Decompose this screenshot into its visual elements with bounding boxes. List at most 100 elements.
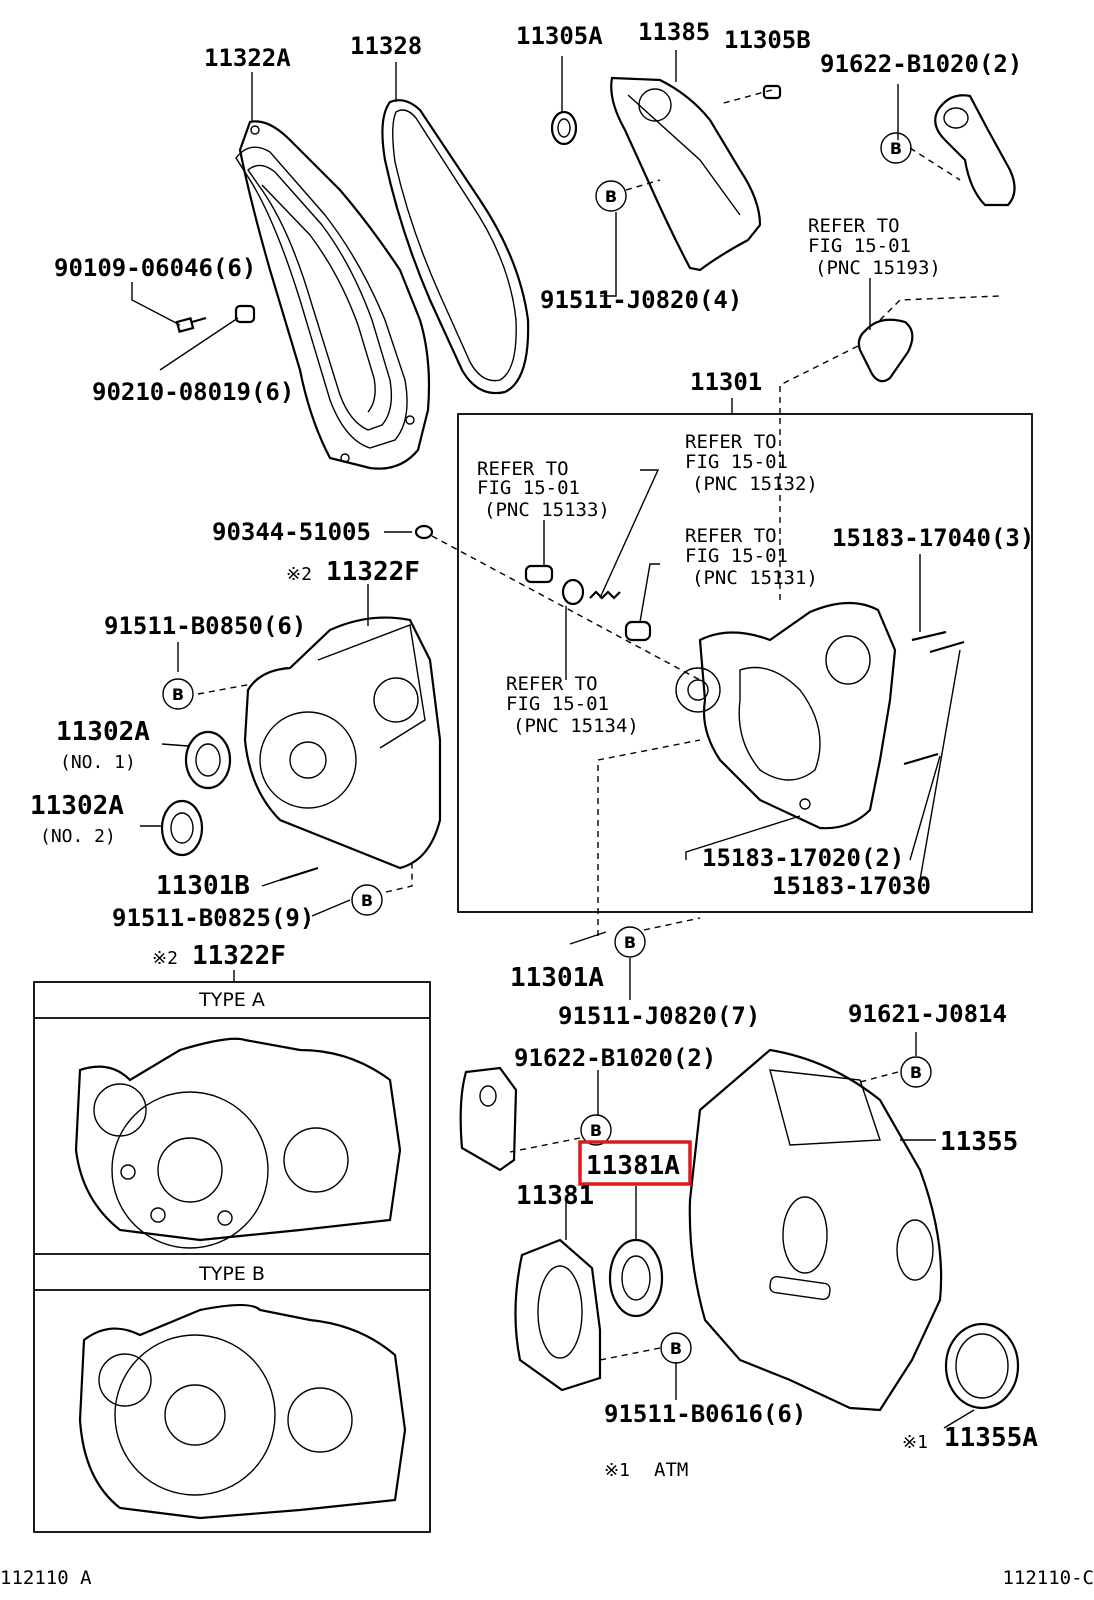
oil-seal-11302A-no1: [184, 730, 232, 790]
label-91622-bottom: 91622-B1020(2): [514, 1044, 716, 1072]
dowel-11305B: [762, 84, 782, 100]
refer-15131-line2: FIG 15-01: [685, 545, 788, 567]
diagram-code-right: 112110-C: [1002, 1567, 1094, 1589]
pin-90344: [414, 524, 434, 540]
refer-15133-line3: (PNC 15133): [484, 499, 610, 521]
water-outlet-91622: [934, 94, 1016, 207]
label-11322A: 11322A: [204, 44, 291, 72]
label-91511-B0850: 91511-B0850(6): [104, 612, 306, 640]
diagram-code-left: 112110 A: [0, 1567, 92, 1589]
timing-belt-11328: [381, 99, 530, 395]
relief-valve-washer: [561, 578, 585, 606]
label-11301A: 11301A: [510, 963, 604, 993]
relief-valve-plunger: [624, 620, 652, 642]
refer-15193-line3: (PNC 15193): [815, 257, 941, 279]
refer-15133-line1: REFER TO: [477, 458, 569, 480]
refer-15193-line1: REFER TO: [808, 215, 900, 237]
svg-text:B: B: [172, 685, 184, 704]
label-91622-top: 91622-B1020(2): [820, 50, 1022, 78]
label-11322F-2-mark: ※2: [152, 948, 178, 969]
label-11301B: 11301B: [156, 871, 250, 901]
stud-15183-17020: [903, 752, 939, 766]
label-11301: 11301: [690, 368, 762, 396]
label-11328: 11328: [350, 32, 422, 60]
oil-seal-11381A: [608, 1238, 664, 1318]
cover-11385: [610, 76, 762, 272]
b-marker-top-middle: B: [595, 180, 627, 212]
relief-valve-spring: [589, 590, 621, 600]
bracket-91622-lower: [459, 1066, 518, 1172]
collar-90210: [234, 304, 256, 324]
refer-15132-line1: REFER TO: [685, 431, 777, 453]
pin-11301B: [279, 866, 319, 882]
label-90344: 90344-51005: [212, 518, 371, 546]
svg-text:B: B: [910, 1063, 922, 1082]
relief-valve-plug: [524, 564, 554, 584]
gasket-refer-15193: [857, 318, 914, 383]
label-11355A-mark: ※1: [902, 1432, 928, 1453]
label-11302A-no1: 11302A: [56, 717, 150, 747]
highlight-11381A: [578, 1140, 692, 1186]
label-91511-B0825: 91511-B0825(9): [112, 904, 314, 932]
refer-15134-line2: FIG 15-01: [506, 693, 609, 715]
refer-15131-line3: (PNC 15131): [692, 567, 818, 589]
oil-seal-11305A: [550, 110, 578, 146]
b-marker-bottom: B: [660, 1332, 692, 1364]
b-marker-left-lower: B: [351, 884, 383, 916]
assembly-box-11301: [457, 413, 1033, 913]
label-type-b: TYPE B: [198, 1263, 265, 1285]
label-11302A-no2: 11302A: [30, 791, 124, 821]
refer-15134-line3: (PNC 15134): [513, 715, 639, 737]
label-15183-17040: 15183-17040(3): [832, 524, 1034, 552]
label-90210: 90210-08019(6): [92, 378, 294, 406]
timing-belt-cover-11322A: [235, 120, 431, 470]
label-15183-17030: 15183-17030: [772, 872, 931, 900]
retainer-11381: [514, 1238, 602, 1392]
label-type-a: TYPE A: [198, 989, 265, 1011]
oil-seal-11302A-no2: [160, 799, 204, 857]
svg-text:B: B: [605, 187, 617, 206]
svg-text:B: B: [361, 891, 373, 910]
label-11322F-mark: ※2: [286, 564, 312, 585]
label-11381A: 11381A: [586, 1151, 680, 1181]
label-91511-J0820-7: 91511-J0820(7): [558, 1002, 760, 1030]
refer-15193-line2: FIG 15-01: [808, 235, 911, 257]
b-marker-left-upper: B: [162, 678, 194, 710]
label-11305B: 11305B: [724, 26, 811, 54]
label-11305A: 11305A: [516, 22, 603, 50]
label-90109: 90109-06046(6): [54, 254, 256, 282]
label-11355A: 11355A: [944, 1423, 1038, 1453]
label-11302A-no1-sub: (NO. 1): [60, 752, 136, 773]
bolt-90109: [175, 316, 207, 333]
refer-15133-line2: FIG 15-01: [477, 477, 580, 499]
label-91511-J0820-4: 91511-J0820(4): [540, 286, 742, 314]
label-atm: ATM: [654, 1459, 688, 1481]
type-panel: [33, 981, 431, 1533]
label-atm-mark: ※1: [604, 1460, 630, 1481]
b-marker-bottom-middle: B: [580, 1114, 612, 1146]
b-marker-bottom-right: B: [900, 1056, 932, 1088]
label-11355: 11355: [940, 1127, 1018, 1157]
part-labels: 11322A 11328 11305A 11385 11305B 91622-B…: [0, 18, 1094, 1589]
label-11385: 11385: [638, 18, 710, 46]
label-11322F: 11322F: [326, 557, 420, 587]
refer-15134-line1: REFER TO: [506, 673, 598, 695]
refer-15132-line2: FIG 15-01: [685, 451, 788, 473]
b-markers: B B B B B B B B: [162, 132, 932, 1364]
label-11381: 11381: [516, 1181, 594, 1211]
b-marker-center: B: [614, 926, 646, 958]
refer-15132-line3: (PNC 15132): [692, 473, 818, 495]
label-15183-17020: 15183-17020(2): [702, 844, 904, 872]
svg-text:B: B: [624, 933, 636, 952]
label-11302A-no2-sub: (NO. 2): [40, 826, 116, 847]
leader-lines: [131, 50, 1001, 1429]
refer-15131-line1: REFER TO: [685, 525, 777, 547]
label-11322F-2: 11322F: [192, 941, 286, 971]
plate-11355A: [944, 1322, 1020, 1410]
svg-text:B: B: [890, 139, 902, 158]
label-91621: 91621-J0814: [848, 1000, 1007, 1028]
b-marker-top-right: B: [880, 132, 912, 164]
stud-15183-17040: [911, 630, 965, 654]
label-91511-B0616: 91511-B0616(6): [604, 1400, 806, 1428]
